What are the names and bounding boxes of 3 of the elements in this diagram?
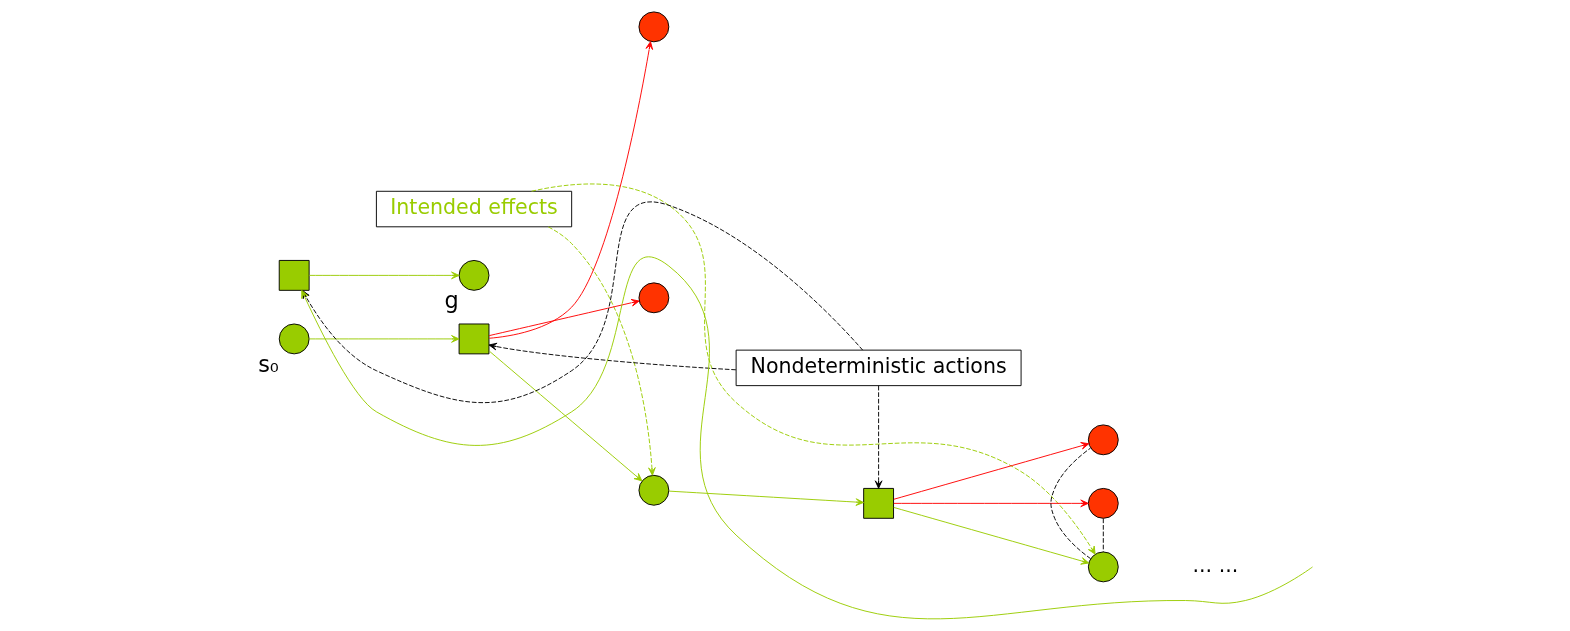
node-label: s₀ — [257, 350, 279, 377]
node-label: g — [443, 287, 459, 314]
label: ... ... — [1192, 553, 1238, 578]
